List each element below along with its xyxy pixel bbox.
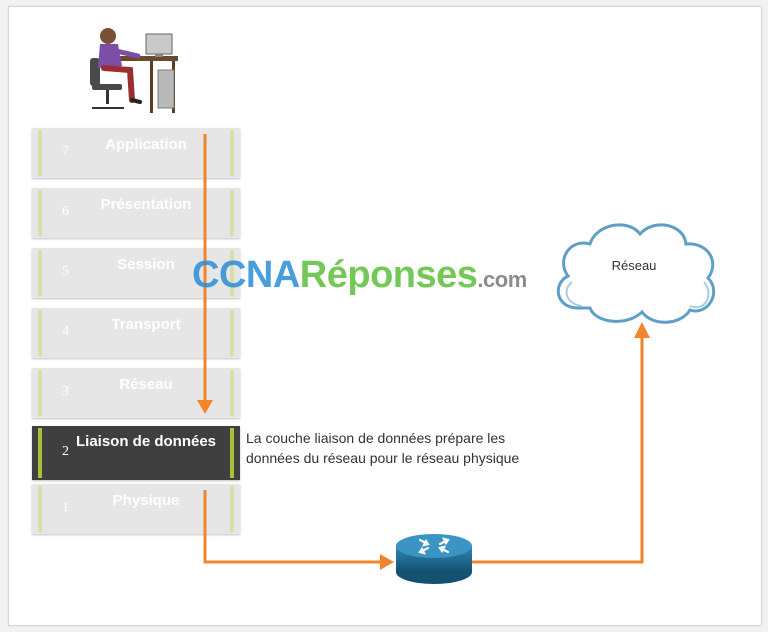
layer-accent-left	[38, 428, 42, 478]
layer-accent-right	[230, 250, 234, 296]
watermark-part3: .com	[477, 267, 527, 292]
data-link-callout: La couche liaison de données prépare les…	[246, 430, 520, 466]
layer-name: Liaison de données	[75, 433, 217, 450]
layer-accent-left	[38, 250, 42, 296]
watermark-part2: Réponses	[299, 254, 478, 296]
layer-number: 2	[62, 444, 69, 459]
arrow-to-cloud-line	[470, 336, 644, 564]
layer-accent-right	[230, 130, 234, 176]
arrow-to-cloud-head	[634, 322, 650, 338]
layer-accent-left	[38, 486, 42, 532]
network-cloud-icon	[556, 223, 716, 324]
layer-number: 4	[62, 324, 69, 339]
osi-layer-data-link: 2 Liaison de données	[32, 426, 240, 480]
layer-number: 7	[62, 144, 69, 159]
arrow-to-router-line	[203, 490, 382, 564]
layer-name: Physique	[112, 492, 180, 509]
layer-name: Présentation	[100, 196, 192, 213]
arrow-to-router-head	[380, 554, 394, 570]
layer-number: 3	[62, 384, 69, 399]
router-icon	[396, 534, 472, 584]
layer-number: 1	[62, 500, 69, 515]
layer-accent-left	[38, 190, 42, 236]
watermark-part1: CCNA	[192, 254, 300, 296]
layer-accent-left	[38, 130, 42, 176]
layer-accent-right	[230, 310, 234, 356]
layer-name: Application	[105, 136, 187, 153]
layer-accent-right	[230, 370, 234, 416]
watermark: CCNARéponses.com	[192, 254, 527, 297]
layer-accent-right	[230, 190, 234, 236]
layer-name: Réseau	[119, 376, 173, 393]
layer-accent-left	[38, 370, 42, 416]
layer-accent-right	[230, 428, 234, 478]
layer-accent-left	[38, 310, 42, 356]
layer-number: 5	[62, 264, 69, 279]
layer-name: Session	[117, 256, 175, 273]
cloud-label: Réseau	[611, 258, 657, 273]
layer-number: 6	[62, 204, 69, 219]
layer-accent-right	[230, 486, 234, 532]
layer-name: Transport	[111, 316, 181, 333]
arrow-down-head	[197, 400, 213, 414]
